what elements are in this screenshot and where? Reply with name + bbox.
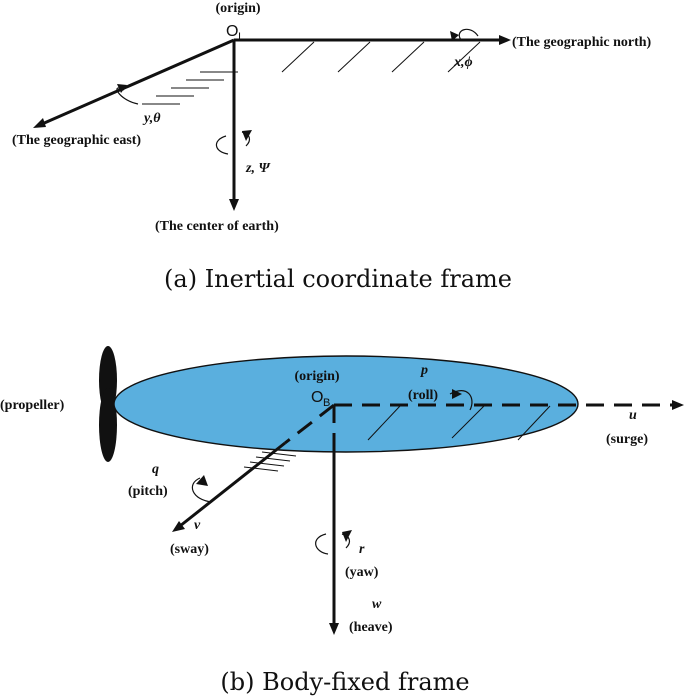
y-rotation-arrow-icon: [116, 84, 139, 105]
sway-arrowhead: [172, 521, 185, 532]
east-label: (The geographic east): [12, 133, 141, 148]
z-axis-label: z, Ψ: [245, 161, 271, 176]
surge-label: (surge): [606, 432, 648, 447]
roll-rotation-arrow-icon: [449, 389, 473, 411]
p-label: p: [420, 363, 428, 378]
pitch-rotation-arrow-icon: [191, 475, 213, 503]
earth-center-axis: [229, 40, 239, 211]
u-label: u: [629, 408, 637, 423]
sway-label: (sway): [170, 542, 209, 557]
yaw-label: (yaw): [345, 565, 379, 580]
y-axis-label: y,θ: [142, 111, 161, 126]
body-origin-symbol: O: [311, 389, 323, 406]
propeller-label: (propeller): [0, 398, 65, 413]
pitch-label: (pitch): [128, 484, 168, 499]
east-arrowhead: [33, 118, 46, 128]
body-origin-label: (origin): [294, 369, 339, 384]
v-label: v: [194, 518, 201, 533]
r-label: r: [359, 542, 365, 557]
inertial-origin-label: (origin): [215, 1, 260, 16]
heave-label: (heave): [349, 620, 393, 635]
sway-axis: [172, 403, 335, 532]
north-label: (The geographic north): [512, 35, 652, 50]
north-axis: [234, 35, 511, 73]
inertial-origin-marker: O I: [226, 23, 241, 43]
surge-arrowhead: [672, 400, 684, 410]
yaw-rotation-arrow-icon: [315, 530, 352, 555]
q-label: q: [152, 462, 159, 477]
inertial-frame-panel: (origin) O I (The geographic north) x,ϕ: [12, 1, 652, 293]
earth-center-label: (The center of earth): [155, 219, 279, 234]
surge-axis: [334, 400, 684, 441]
x-rotation-arrow-icon: [450, 28, 479, 41]
body-origin-marker: O B: [311, 389, 330, 409]
body-frame-caption: (b) Body-fixed frame: [220, 668, 469, 696]
heave-arrowhead: [329, 623, 339, 635]
body-fixed-frame-panel: (propeller) (origin) O B p (roll) u (sur…: [0, 346, 684, 696]
roll-label: (roll): [408, 388, 438, 403]
north-arrowhead: [499, 35, 511, 45]
inertial-origin-symbol: O: [226, 23, 238, 40]
earth-center-arrowhead: [229, 199, 239, 211]
inertial-frame-caption: (a) Inertial coordinate frame: [164, 265, 512, 293]
z-rotation-arrow-icon: [215, 130, 252, 155]
body-origin-subscript: B: [323, 397, 330, 409]
heave-axis: [329, 405, 339, 635]
inertial-origin-subscript: I: [238, 31, 241, 43]
propeller-icon: [99, 346, 117, 462]
east-axis: [33, 38, 238, 128]
w-label: w: [372, 597, 382, 612]
x-axis-label: x,ϕ: [453, 55, 473, 70]
